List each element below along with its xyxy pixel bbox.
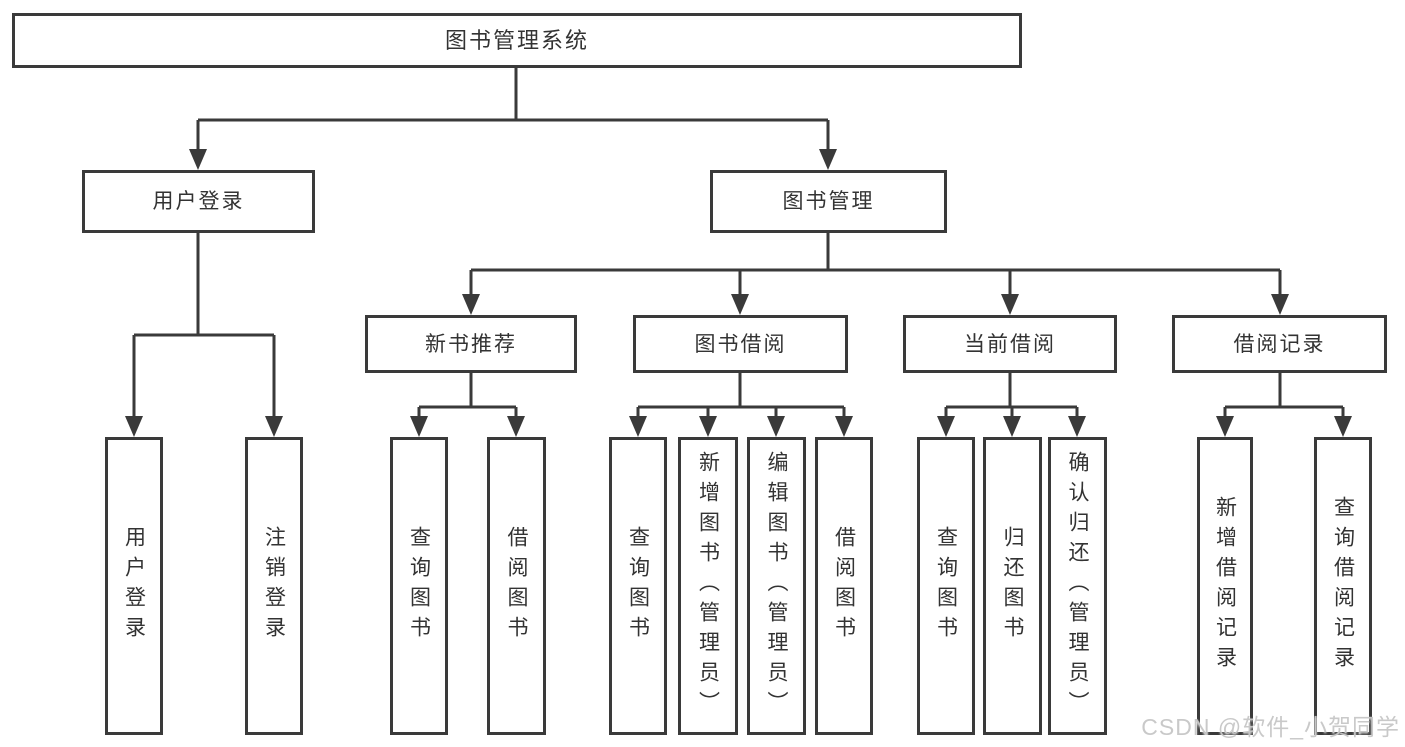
arrowheads	[125, 149, 1352, 437]
leaf-edit-books-admin: 编辑图书（管理员）	[747, 437, 806, 735]
arrow-icon	[507, 416, 525, 437]
leaf-return-books: 归还图书	[983, 437, 1042, 735]
arrow-icon	[629, 416, 647, 437]
edge-root-to-level2	[196, 68, 830, 152]
leaf-query-borrow-record: 查询借阅记录	[1314, 437, 1372, 735]
arrow-icon	[462, 294, 480, 315]
leaf-query-books-current: 查询图书	[917, 437, 975, 735]
leaf-add-borrow-record: 新增借阅记录	[1197, 437, 1253, 735]
arrow-icon	[125, 416, 143, 437]
arrow-icon	[1216, 416, 1234, 437]
arrow-icon	[1001, 294, 1019, 315]
arrow-icon	[265, 416, 283, 437]
edge-current-to-leaves	[944, 373, 1079, 419]
watermark: CSDN @软件_小贺同学	[1141, 714, 1400, 740]
arrow-icon	[819, 149, 837, 170]
leaf-confirm-return-admin: 确认归还（管理员）	[1048, 437, 1107, 735]
node-root-system: 图书管理系统	[12, 13, 1022, 68]
node-current-borrowing: 当前借阅	[903, 315, 1117, 373]
leaf-borrow-books: 借阅图书	[815, 437, 873, 735]
arrow-icon	[189, 149, 207, 170]
node-new-book-recommend: 新书推荐	[365, 315, 577, 373]
edge-userlogin-to-leaves	[132, 233, 276, 419]
leaf-add-books-admin: 新增图书（管理员）	[678, 437, 738, 735]
edge-records-to-leaves	[1223, 373, 1345, 419]
node-user-login: 用户登录	[82, 170, 315, 233]
node-book-management: 图书管理	[710, 170, 947, 233]
node-borrowing-records: 借阅记录	[1172, 315, 1387, 373]
arrow-icon	[767, 416, 785, 437]
arrow-icon	[1271, 294, 1289, 315]
arrow-icon	[937, 416, 955, 437]
arrow-icon	[410, 416, 428, 437]
node-book-borrowing: 图书借阅	[633, 315, 848, 373]
edge-borrowing-to-leaves	[636, 373, 846, 419]
leaf-query-books-borrowing: 查询图书	[609, 437, 667, 735]
arrow-icon	[1334, 416, 1352, 437]
leaf-query-books-recommend: 查询图书	[390, 437, 448, 735]
edge-newbook-to-leaves	[417, 373, 518, 419]
arrow-icon	[835, 416, 853, 437]
edge-bookmgmt-to-level3	[469, 233, 1282, 297]
leaf-logout: 注销登录	[245, 437, 303, 735]
arrow-icon	[731, 294, 749, 315]
arrow-icon	[699, 416, 717, 437]
arrow-icon	[1068, 416, 1086, 437]
leaf-user-login: 用户登录	[105, 437, 163, 735]
leaf-borrow-books-recommend: 借阅图书	[487, 437, 546, 735]
arrow-icon	[1003, 416, 1021, 437]
